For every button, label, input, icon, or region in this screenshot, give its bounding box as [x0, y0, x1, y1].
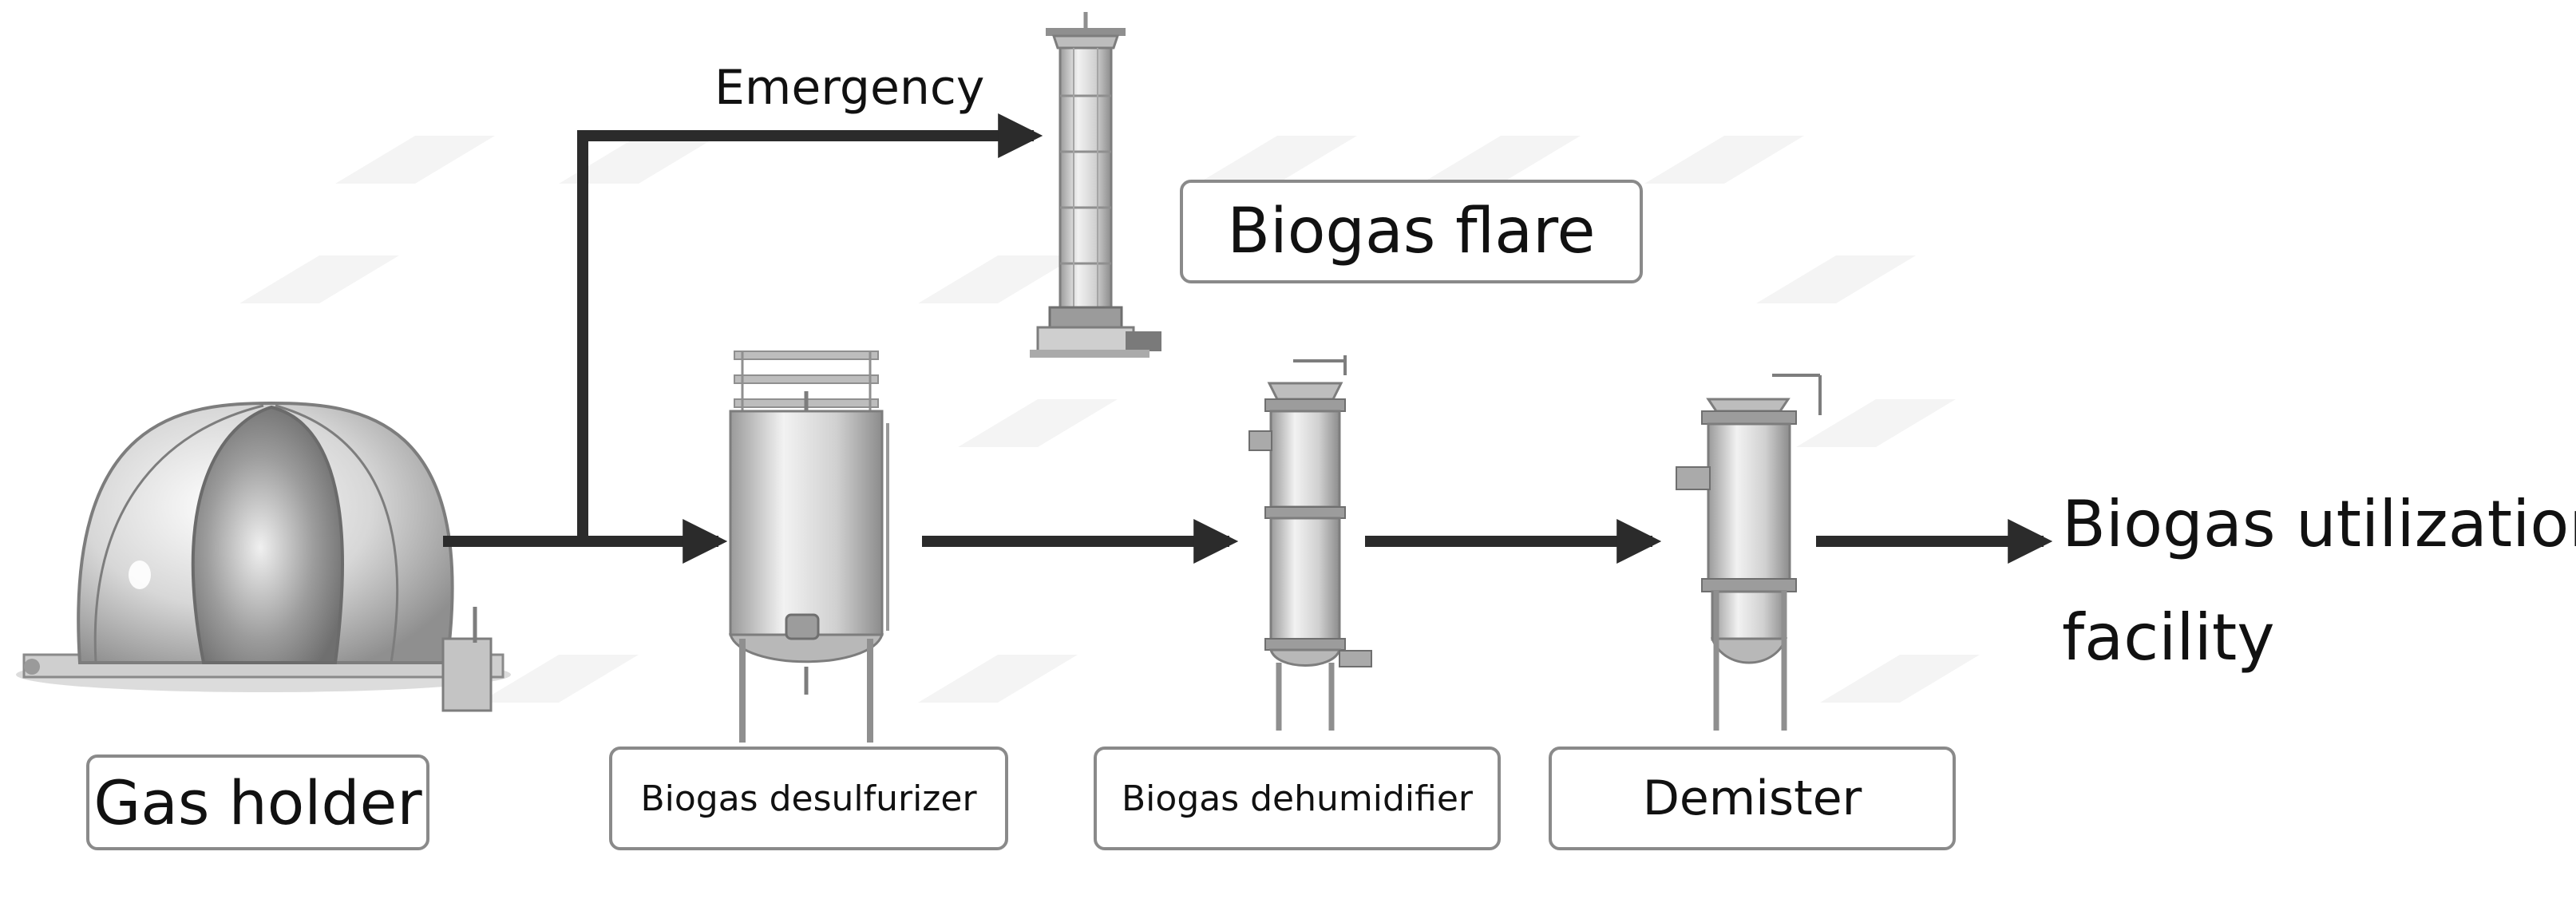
- biogas-desulfurizer-icon: [728, 351, 889, 743]
- gas-holder-label: Gas holder: [86, 754, 429, 850]
- background-stripes: [239, 136, 1980, 703]
- emergency-label: Emergency: [714, 60, 985, 116]
- biogas-desulfurizer-label: Biogas desulfurizer: [609, 747, 1008, 850]
- flow-arrows: [443, 113, 2053, 564]
- utilization-facility-label-line1: Biogas utilization: [2062, 487, 2576, 561]
- biogas-flare-icon: [1030, 12, 1161, 358]
- biogas-flare-label: Biogas flare: [1180, 180, 1643, 283]
- demister-label: Demister: [1549, 747, 1956, 850]
- utilization-facility-label-line2: facility: [2062, 600, 2275, 675]
- emergency-arrow: [443, 113, 1043, 547]
- biogas-dehumidifier-label: Biogas dehumidifier: [1094, 747, 1501, 850]
- biogas-dehumidifier-icon: [1248, 355, 1372, 731]
- demister-icon: [1676, 374, 1822, 731]
- gas-holder-icon: [16, 401, 511, 712]
